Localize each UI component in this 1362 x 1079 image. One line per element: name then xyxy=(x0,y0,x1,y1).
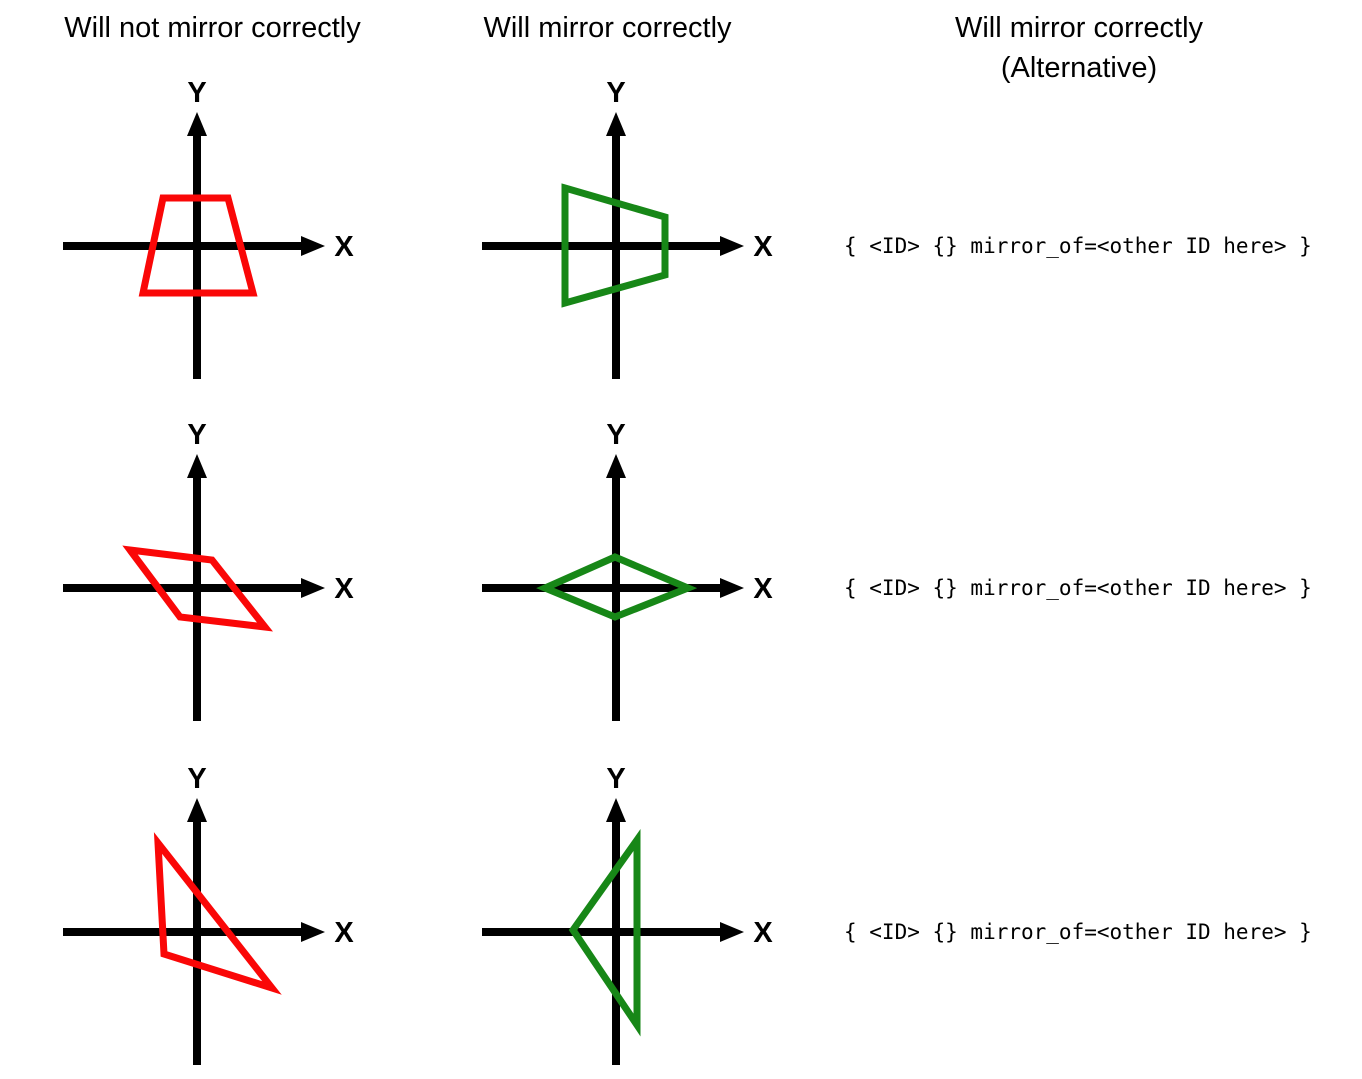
good-diamond-x-axis-label: X xyxy=(753,573,773,605)
bad-trapezoid-y-arrow-icon xyxy=(187,112,207,136)
bad-triangle-y-axis-label: Y xyxy=(187,763,206,795)
good-triangle-x-arrow-icon xyxy=(720,922,744,942)
good-trapezoid-y-axis-label: Y xyxy=(606,77,625,109)
bad-trapezoid-x-arrow-icon xyxy=(301,236,325,256)
good-triangle-y-axis-label: Y xyxy=(606,763,625,795)
bad-triangle-x-axis-label: X xyxy=(334,917,354,949)
bad-trapezoid-y-axis-label: Y xyxy=(187,77,206,109)
column-header-alt-line2: (Alternative) xyxy=(1000,52,1158,84)
alt-syntax-code-row-2: { <ID> {} mirror_of=<other ID here> } xyxy=(844,576,1312,600)
column-header-will-mirror: Will mirror correctly xyxy=(483,12,732,44)
alt-syntax-code-row-1: { <ID> {} mirror_of=<other ID here> } xyxy=(844,234,1312,258)
good-diamond-y-arrow-icon xyxy=(606,454,626,478)
good-trapezoid-y-arrow-icon xyxy=(606,112,626,136)
good-triangle-x-axis-label: X xyxy=(753,917,773,949)
bad-trapezoid-shape xyxy=(138,194,258,297)
bad-parallelogram-x-arrow-icon xyxy=(301,578,325,598)
alt-syntax-code-row-3: { <ID> {} mirror_of=<other ID here> } xyxy=(844,920,1312,944)
good-triangle-y-arrow-icon xyxy=(606,798,626,822)
bad-triangle-x-arrow-icon xyxy=(301,922,325,942)
good-trapezoid-shape xyxy=(561,183,669,308)
column-header-will-not-mirror: Will not mirror correctly xyxy=(64,12,361,44)
good-trapezoid-x-axis-label: X xyxy=(753,231,773,263)
bad-parallelogram-shape xyxy=(122,545,273,632)
column-header-will-mirror-alternative: Will mirror correctly (Alternative) xyxy=(878,8,1280,88)
good-diamond-y-axis-label: Y xyxy=(606,419,625,451)
bad-parallelogram-y-axis-label: Y xyxy=(187,419,206,451)
bad-triangle-shape xyxy=(153,832,282,995)
good-triangle-shape xyxy=(568,829,641,1037)
good-diamond-shape xyxy=(536,553,698,621)
bad-trapezoid-x-axis-label: X xyxy=(334,231,354,263)
bad-parallelogram-x-axis-label: X xyxy=(334,573,354,605)
good-diamond-x-arrow-icon xyxy=(720,578,744,598)
column-header-alt-line1: Will mirror correctly xyxy=(954,12,1204,44)
bad-triangle-y-arrow-icon xyxy=(187,798,207,822)
good-trapezoid-x-arrow-icon xyxy=(720,236,744,256)
bad-parallelogram-y-arrow-icon xyxy=(187,454,207,478)
